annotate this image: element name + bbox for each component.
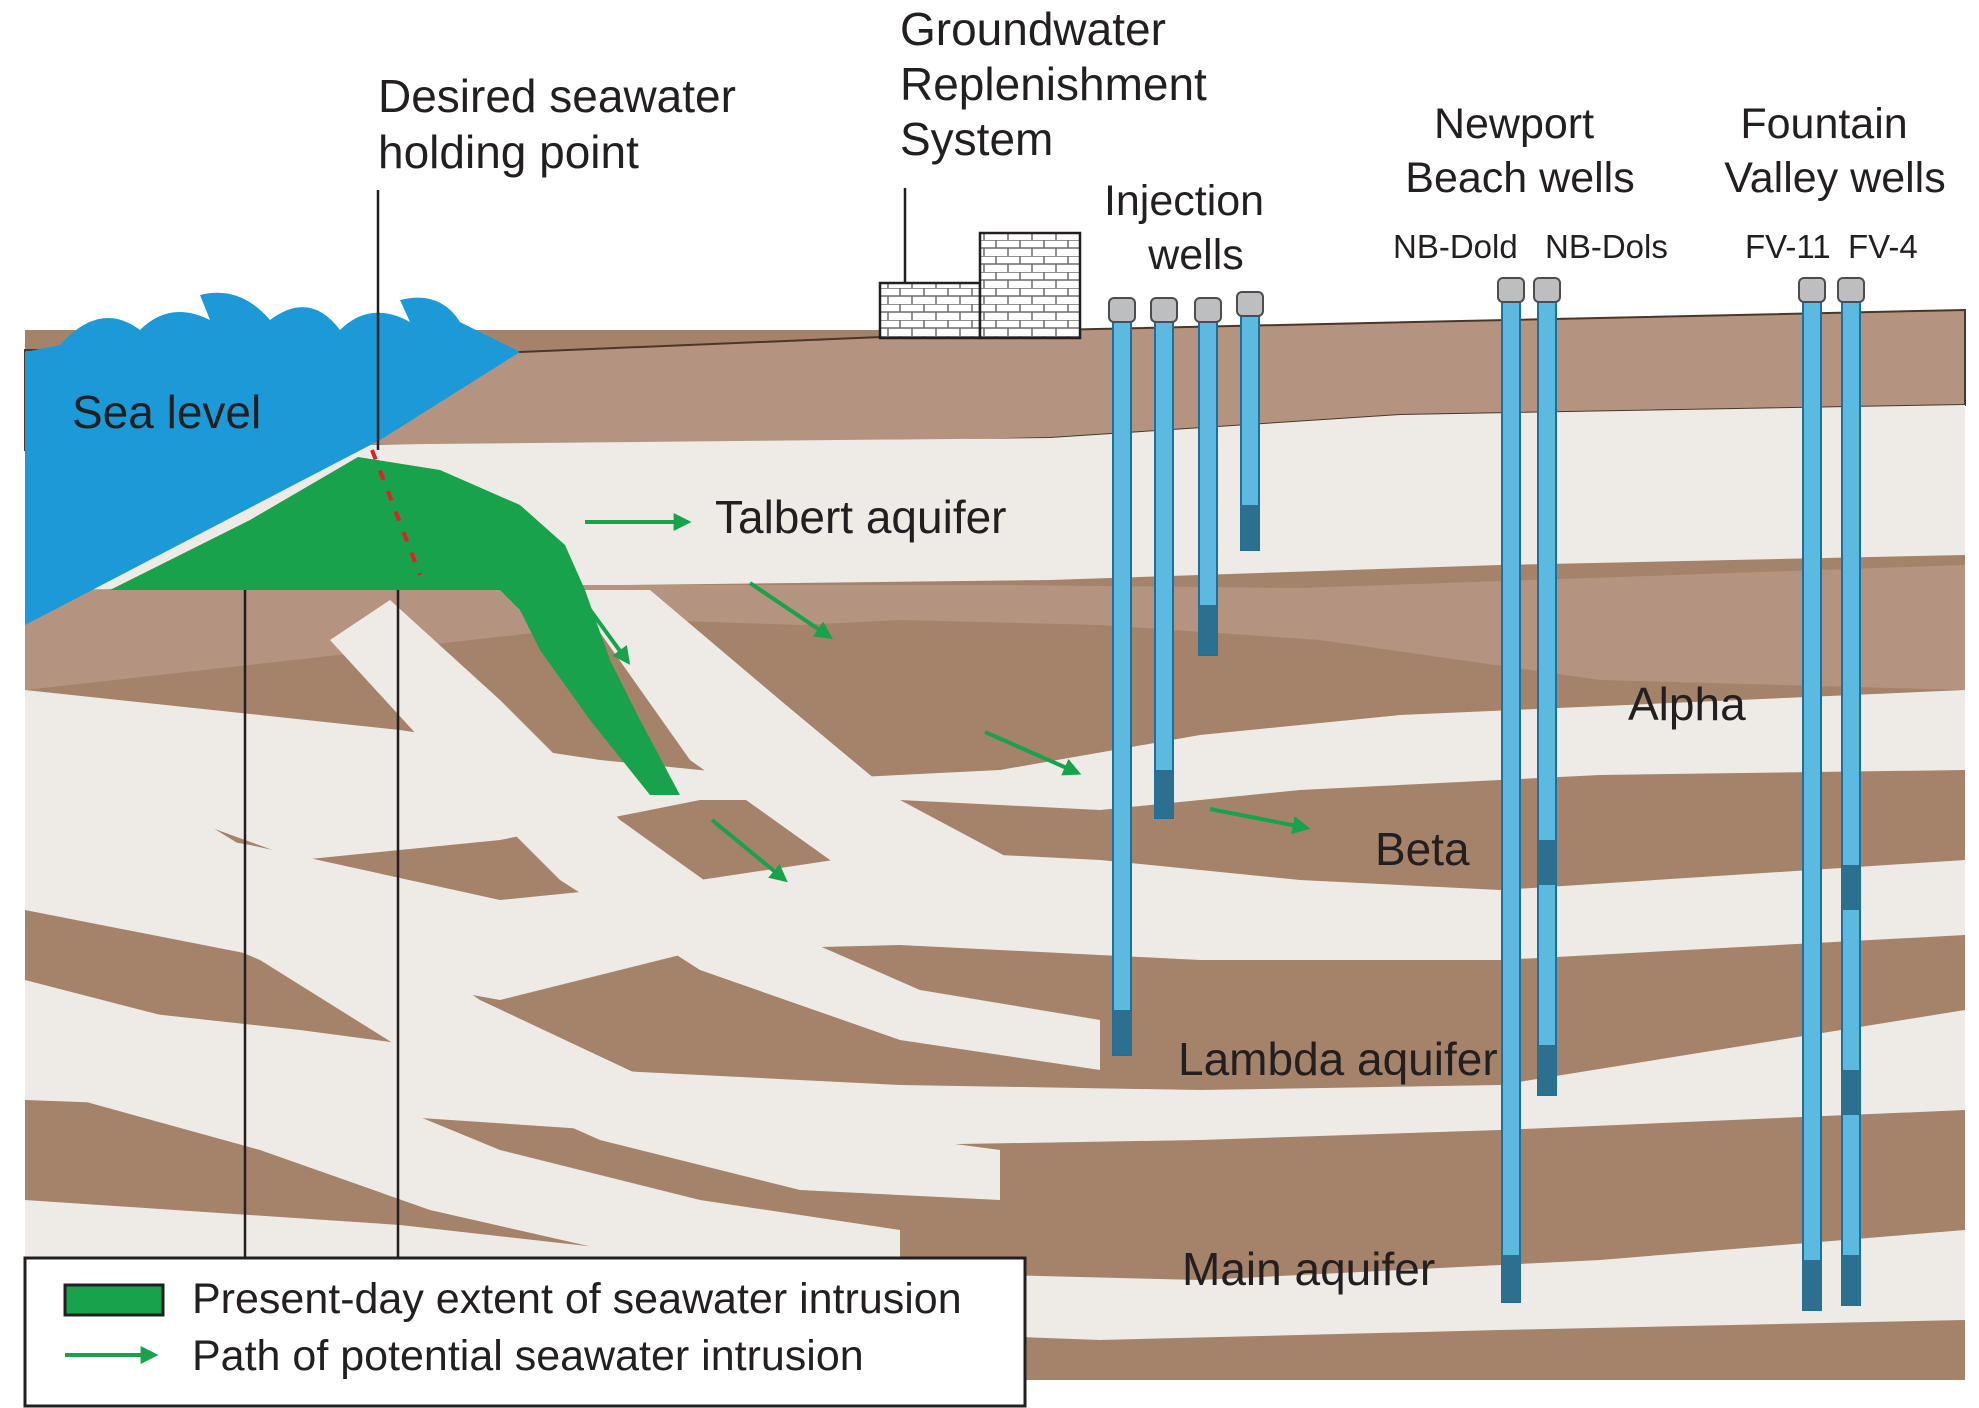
- wellhead-icon: [1236, 291, 1264, 317]
- wellhead-icon: [1108, 297, 1136, 323]
- legend-box: [23, 1256, 1027, 1408]
- dipping-band-3: [25, 740, 1000, 1200]
- intrusion-arrow-icon: [984, 730, 1082, 776]
- legend-intrusion-swatch: [63, 1283, 165, 1317]
- holding-point-marker: [370, 449, 422, 576]
- injection-well-1: [1108, 297, 1136, 1056]
- talbert-aquifer-label: Talbert aquifer: [715, 491, 1007, 543]
- fountain-well-fv-4: [1837, 277, 1865, 1306]
- intrusion-arrow-icon: [570, 583, 631, 665]
- well-label-fv-11: FV-11: [1745, 228, 1831, 265]
- replenishment-label: Groundwater Replenishment System: [900, 3, 1220, 165]
- intrusion-path-arrows: [570, 513, 1311, 883]
- legend-intrusion-extent-label: Present-day extent of seawater intrusion: [192, 1275, 962, 1323]
- main-aquifer-label: Main aquifer: [1182, 1243, 1435, 1295]
- sea-water: [25, 292, 520, 625]
- wellhead-icon: [1837, 277, 1865, 303]
- injection-well-2: [1150, 297, 1178, 819]
- injection-wells-label: Injection wells: [1104, 177, 1276, 279]
- wellhead-icon: [1194, 297, 1222, 323]
- well-label-nb-dols: NB-Dols: [1545, 228, 1668, 265]
- holding-point-label: Desired seawater holding point: [378, 70, 749, 178]
- legend-intrusion-path-label: Path of potential seawater intrusion: [192, 1332, 864, 1380]
- beta-aquifer-label: Beta: [1375, 823, 1470, 875]
- intrusion-arrow-icon: [748, 581, 833, 640]
- lambda-aquifer-label: Lambda aquifer: [1178, 1033, 1498, 1085]
- alpha-aquifer-label: Alpha: [1628, 678, 1746, 730]
- intrusion-arrow-icon: [1209, 807, 1311, 835]
- seawater-intrusion-wedge: [110, 457, 680, 795]
- well-label-nb-dold: NB-Dold: [1393, 228, 1518, 265]
- newport-well-nb-dold: [1497, 277, 1525, 1303]
- wellhead-icon: [1497, 277, 1525, 303]
- sea-level-label: Sea level: [72, 386, 261, 438]
- dipping-band-1: [570, 590, 1150, 950]
- intrusion-arrow-icon: [710, 818, 788, 883]
- well-label-fv-4: FV-4: [1848, 228, 1918, 265]
- injection-well-4: [1236, 291, 1264, 551]
- wellhead-icon: [1533, 277, 1561, 303]
- wellhead-icon: [1150, 297, 1178, 323]
- replenishment-building-small: [878, 281, 982, 340]
- newport-label: Newport Beach wells: [1405, 100, 1634, 202]
- fountain-label: Fountain Valley wells: [1724, 100, 1945, 202]
- lambda-aquifer: [25, 1000, 1965, 1145]
- replenishment-building-large: [978, 231, 1082, 340]
- dipping-band-2: [330, 600, 1100, 1070]
- injection-well-3: [1194, 297, 1222, 656]
- subsurface-layers: [24, 308, 1966, 1380]
- legend: Present-day extent of seawater intrusion…: [23, 1256, 1027, 1408]
- wellhead-icon: [1798, 277, 1826, 303]
- fountain-well-fv-11: [1798, 277, 1826, 1311]
- newport-well-nb-dols: [1533, 277, 1561, 1096]
